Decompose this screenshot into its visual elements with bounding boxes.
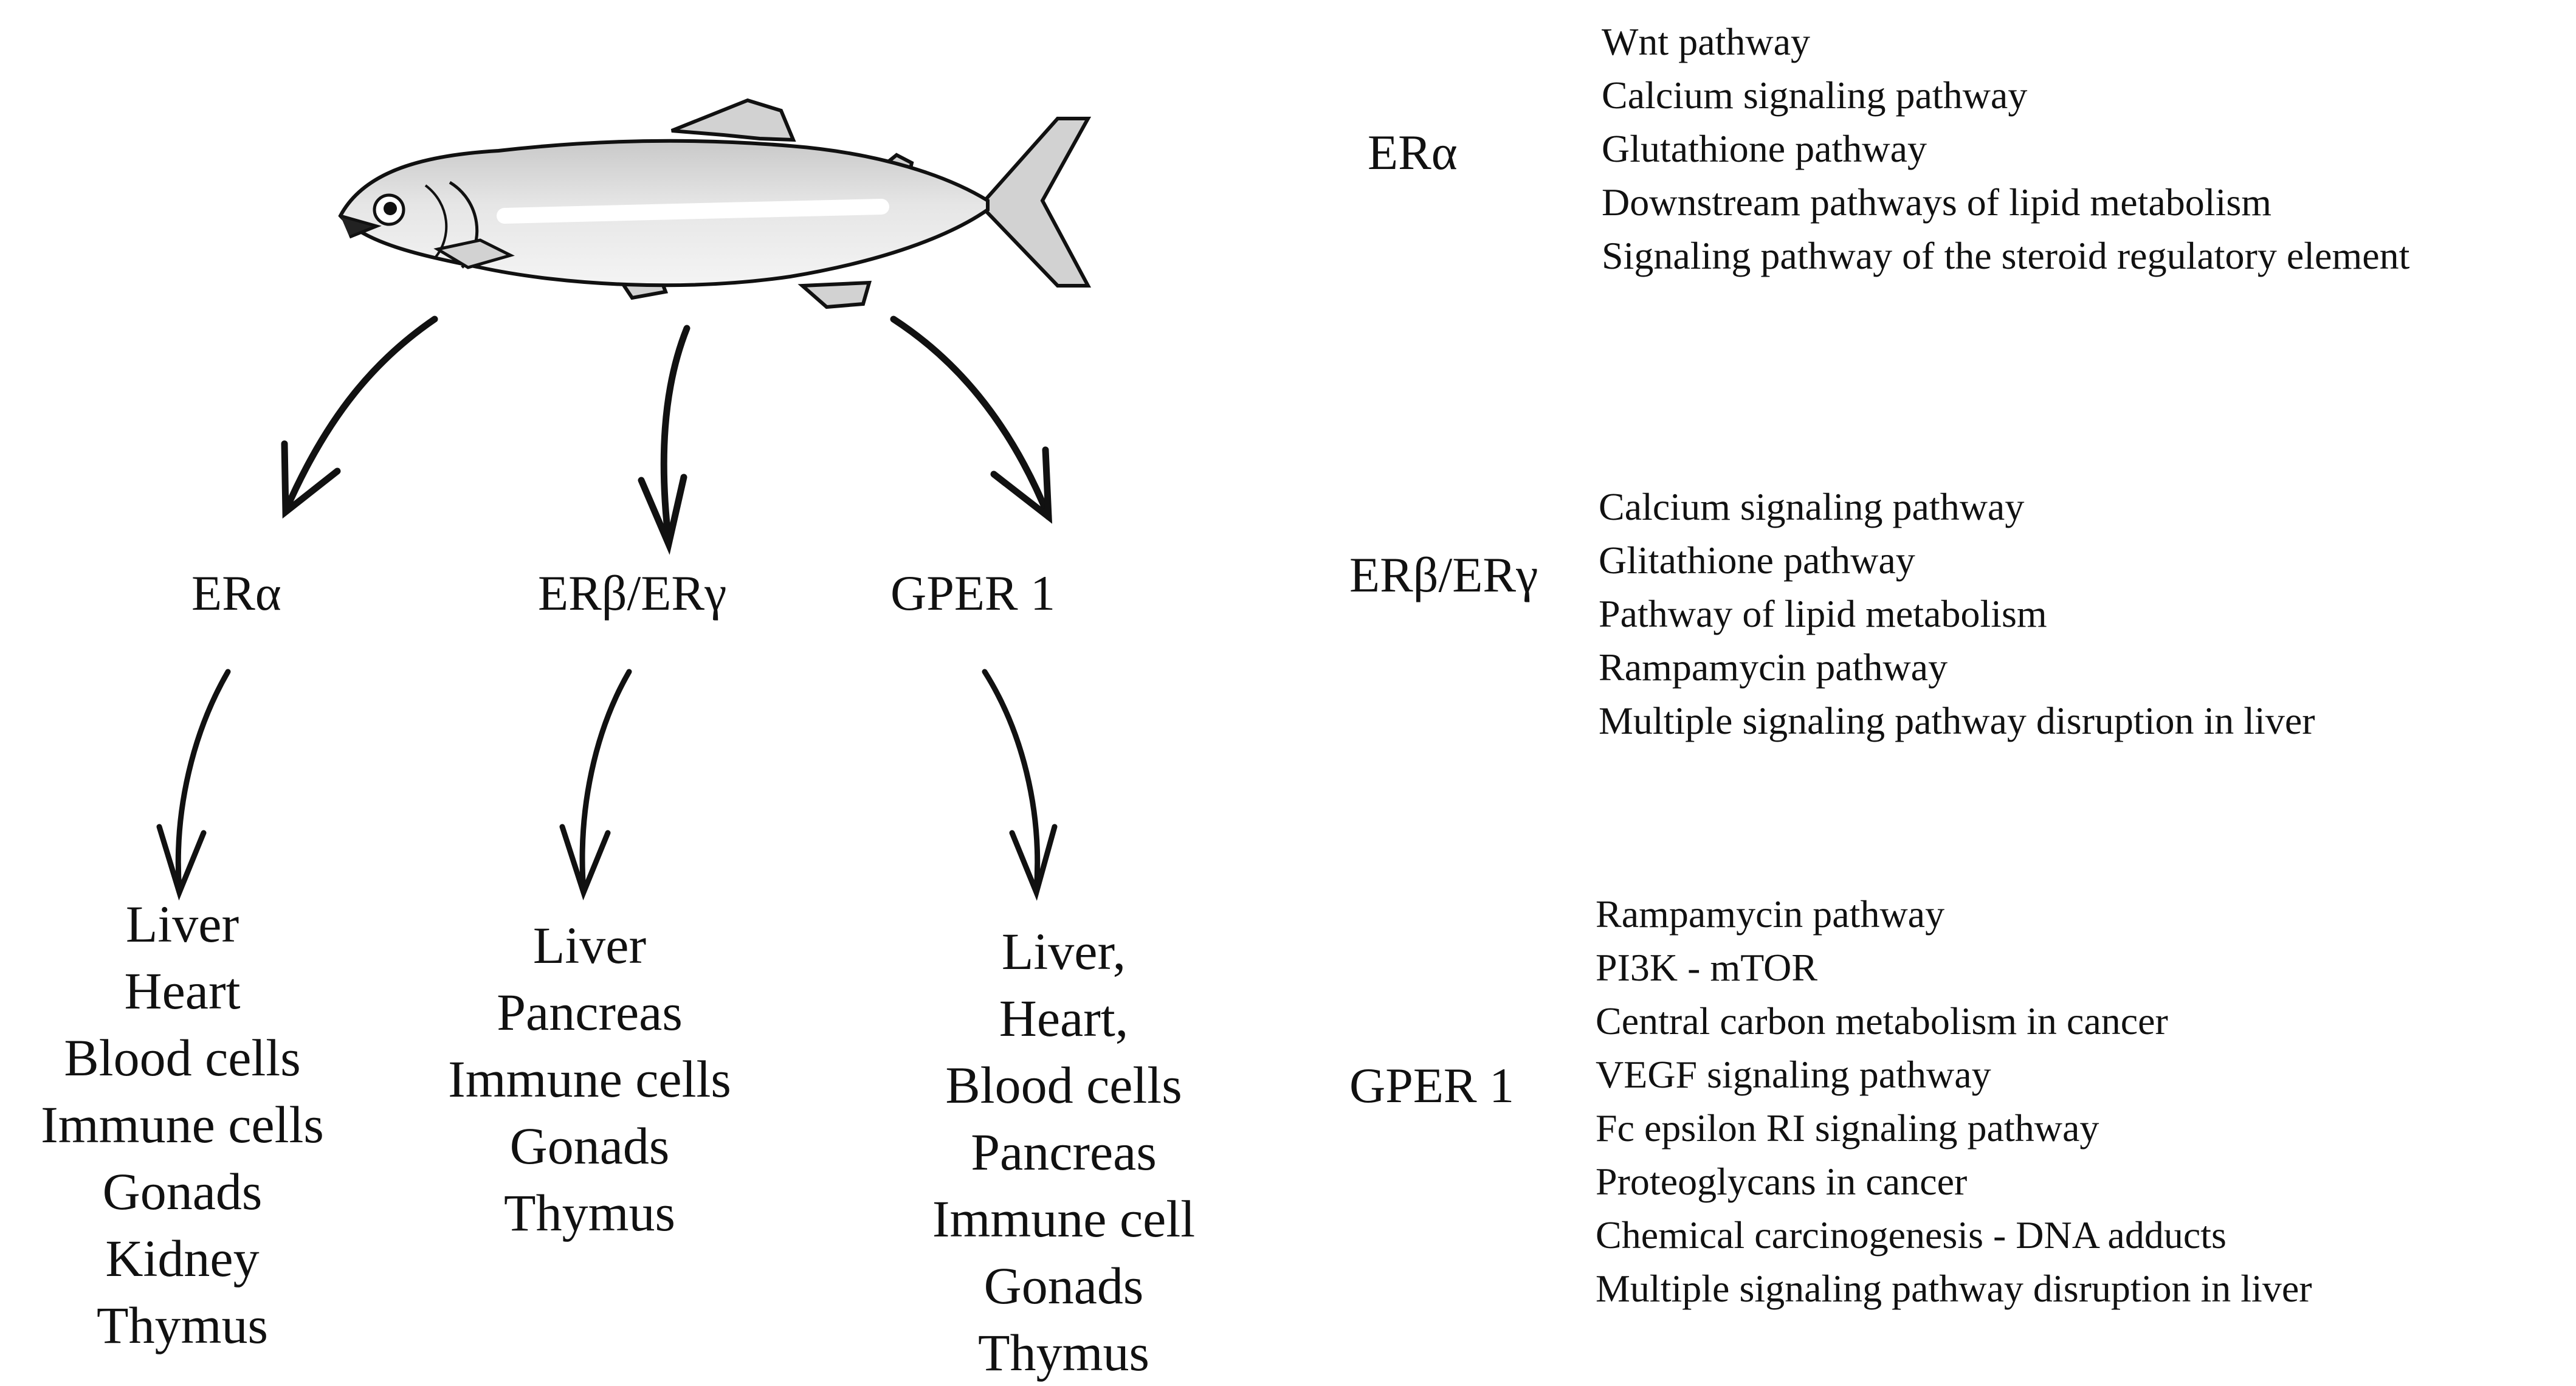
arrowhead-icon	[559, 824, 611, 901]
curved-arrow-icon	[660, 325, 690, 545]
pathway-item: Multiple signaling pathway disruption in…	[1599, 699, 2315, 742]
pathway-item: VEGF signaling pathway	[1596, 1053, 1991, 1096]
tissue-item: Gonads	[509, 1117, 670, 1175]
pathway-item: Glitathione pathway	[1599, 539, 1915, 582]
curved-arrow-icon	[982, 669, 1041, 894]
curved-arrow-icon	[579, 669, 632, 894]
arrowhead-icon	[281, 440, 341, 519]
fish-icon	[338, 98, 1092, 309]
pathway-item: Glutathione pathway	[1602, 127, 1927, 170]
pathway-group-label-era: ERα	[1368, 125, 1458, 180]
tissue-item: Liver,	[1001, 922, 1126, 981]
arrows-receptors-to-tissues	[156, 669, 1058, 901]
tissue-item: Pancreas	[971, 1123, 1157, 1181]
pathway-item: Chemical carcinogenesis - DNA adducts	[1596, 1213, 2226, 1257]
pathway-item: Downstream pathways of lipid metabolism	[1602, 181, 2272, 224]
tissue-item: Liver	[532, 916, 647, 974]
tissue-item: Gonads	[102, 1162, 263, 1221]
receptor-label-era: ERα	[191, 565, 281, 621]
pathway-item: Central carbon metabolism in cancer	[1596, 999, 2168, 1043]
tissue-list-erb: Liver Pancreas Immune cells Gonads Thymu…	[419, 912, 760, 1246]
receptor-label-erb: ERβ/ERγ	[538, 565, 727, 621]
arrows-fish-to-receptors	[281, 315, 1053, 555]
pathway-item: Rampamycin pathway	[1599, 646, 1948, 689]
tissue-item: Immune cells	[41, 1095, 324, 1154]
tissue-item: Blood cells	[945, 1056, 1182, 1114]
tissue-item: Thymus	[97, 1296, 268, 1354]
pathway-list-erb: Calcium signaling pathway Glitathione pa…	[1599, 480, 2315, 748]
tissue-item: Thymus	[504, 1184, 675, 1242]
pathway-item: Rampamycin pathway	[1596, 892, 1945, 936]
arrowhead-icon	[990, 446, 1053, 524]
pathway-list-gper: Rampamycin pathway PI3K - mTOR Central c…	[1596, 888, 2312, 1315]
tissue-item: Liver	[125, 895, 239, 953]
curved-arrow-icon	[175, 669, 231, 894]
tissue-item: Blood cells	[64, 1029, 301, 1087]
tissue-list-gper: Liver, Heart, Blood cells Pancreas Immun…	[894, 918, 1234, 1386]
pathway-group-label-erb: ERβ/ERγ	[1349, 547, 1538, 602]
tissue-item: Immune cell	[932, 1190, 1196, 1248]
pathway-item: PI3K - mTOR	[1596, 946, 1818, 989]
arrowhead-icon	[638, 474, 687, 555]
tissue-item: Heart,	[999, 989, 1129, 1047]
pathway-item: Multiple signaling pathway disruption in…	[1596, 1267, 2312, 1310]
curved-arrow-icon	[890, 315, 1052, 520]
pathway-list-era: Wnt pathway Calcium signaling pathway Gl…	[1602, 15, 2409, 283]
receptor-label-gper: GPER 1	[890, 565, 1056, 621]
curved-arrow-icon	[282, 315, 438, 514]
tissue-item: Kidney	[105, 1229, 260, 1288]
arrowhead-icon	[156, 824, 207, 901]
pathway-item: Wnt pathway	[1602, 20, 1810, 63]
pathway-item: Proteoglycans in cancer	[1596, 1160, 1968, 1203]
pathway-item: Fc epsilon RI signaling pathway	[1596, 1106, 2099, 1150]
pathway-item: Calcium signaling pathway	[1599, 485, 2025, 528]
pathway-group-label-gper: GPER 1	[1349, 1058, 1515, 1113]
tissue-item: Gonads	[983, 1257, 1144, 1315]
pathway-item: Pathway of lipid metabolism	[1599, 592, 2047, 635]
tissue-item: Pancreas	[497, 983, 683, 1041]
tissue-item: Immune cells	[448, 1050, 731, 1108]
tissue-list-era: Liver Heart Blood cells Immune cells Gon…	[12, 891, 353, 1359]
tissue-item: Thymus	[978, 1323, 1149, 1382]
tissue-item: Heart	[124, 962, 241, 1020]
pathway-item: Signaling pathway of the steroid regulat…	[1602, 234, 2410, 277]
pathway-item: Calcium signaling pathway	[1602, 74, 2028, 117]
arrowhead-icon	[1009, 824, 1058, 901]
